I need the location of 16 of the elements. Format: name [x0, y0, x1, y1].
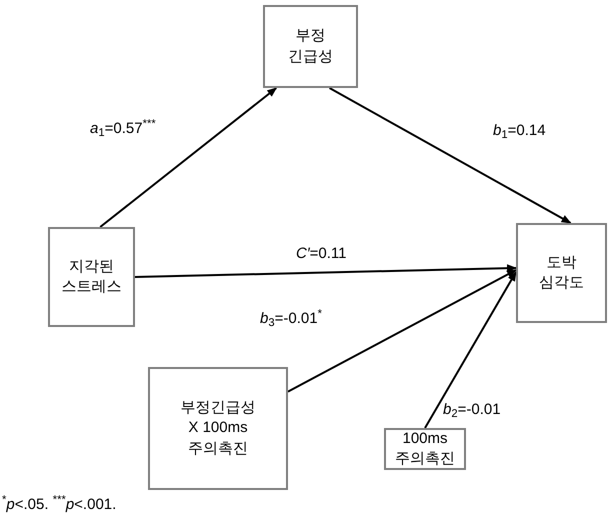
- node-label: 도박 심각도: [539, 252, 584, 293]
- variable-box: [48, 227, 135, 327]
- node-label: 부정긴급성 X 100ms 주의촉진: [180, 398, 256, 459]
- variable-box: [263, 5, 358, 88]
- arrow: [329, 87, 572, 224]
- variable-box: [384, 428, 466, 470]
- footnote: $^{*}$p<.05. $^{***}$p<.001.: [2, 494, 116, 515]
- variable-box: [148, 367, 288, 490]
- arrow: [100, 87, 278, 228]
- node-label: 100ms 주의촉진: [395, 428, 455, 469]
- arrow: [134, 264, 517, 278]
- node-label: 지각된 스트레스: [62, 256, 122, 297]
- arrow: [288, 269, 517, 392]
- variable-box: [516, 223, 607, 323]
- node-label: 부정 긴급성: [288, 26, 333, 66]
- arrow: [424, 271, 517, 428]
